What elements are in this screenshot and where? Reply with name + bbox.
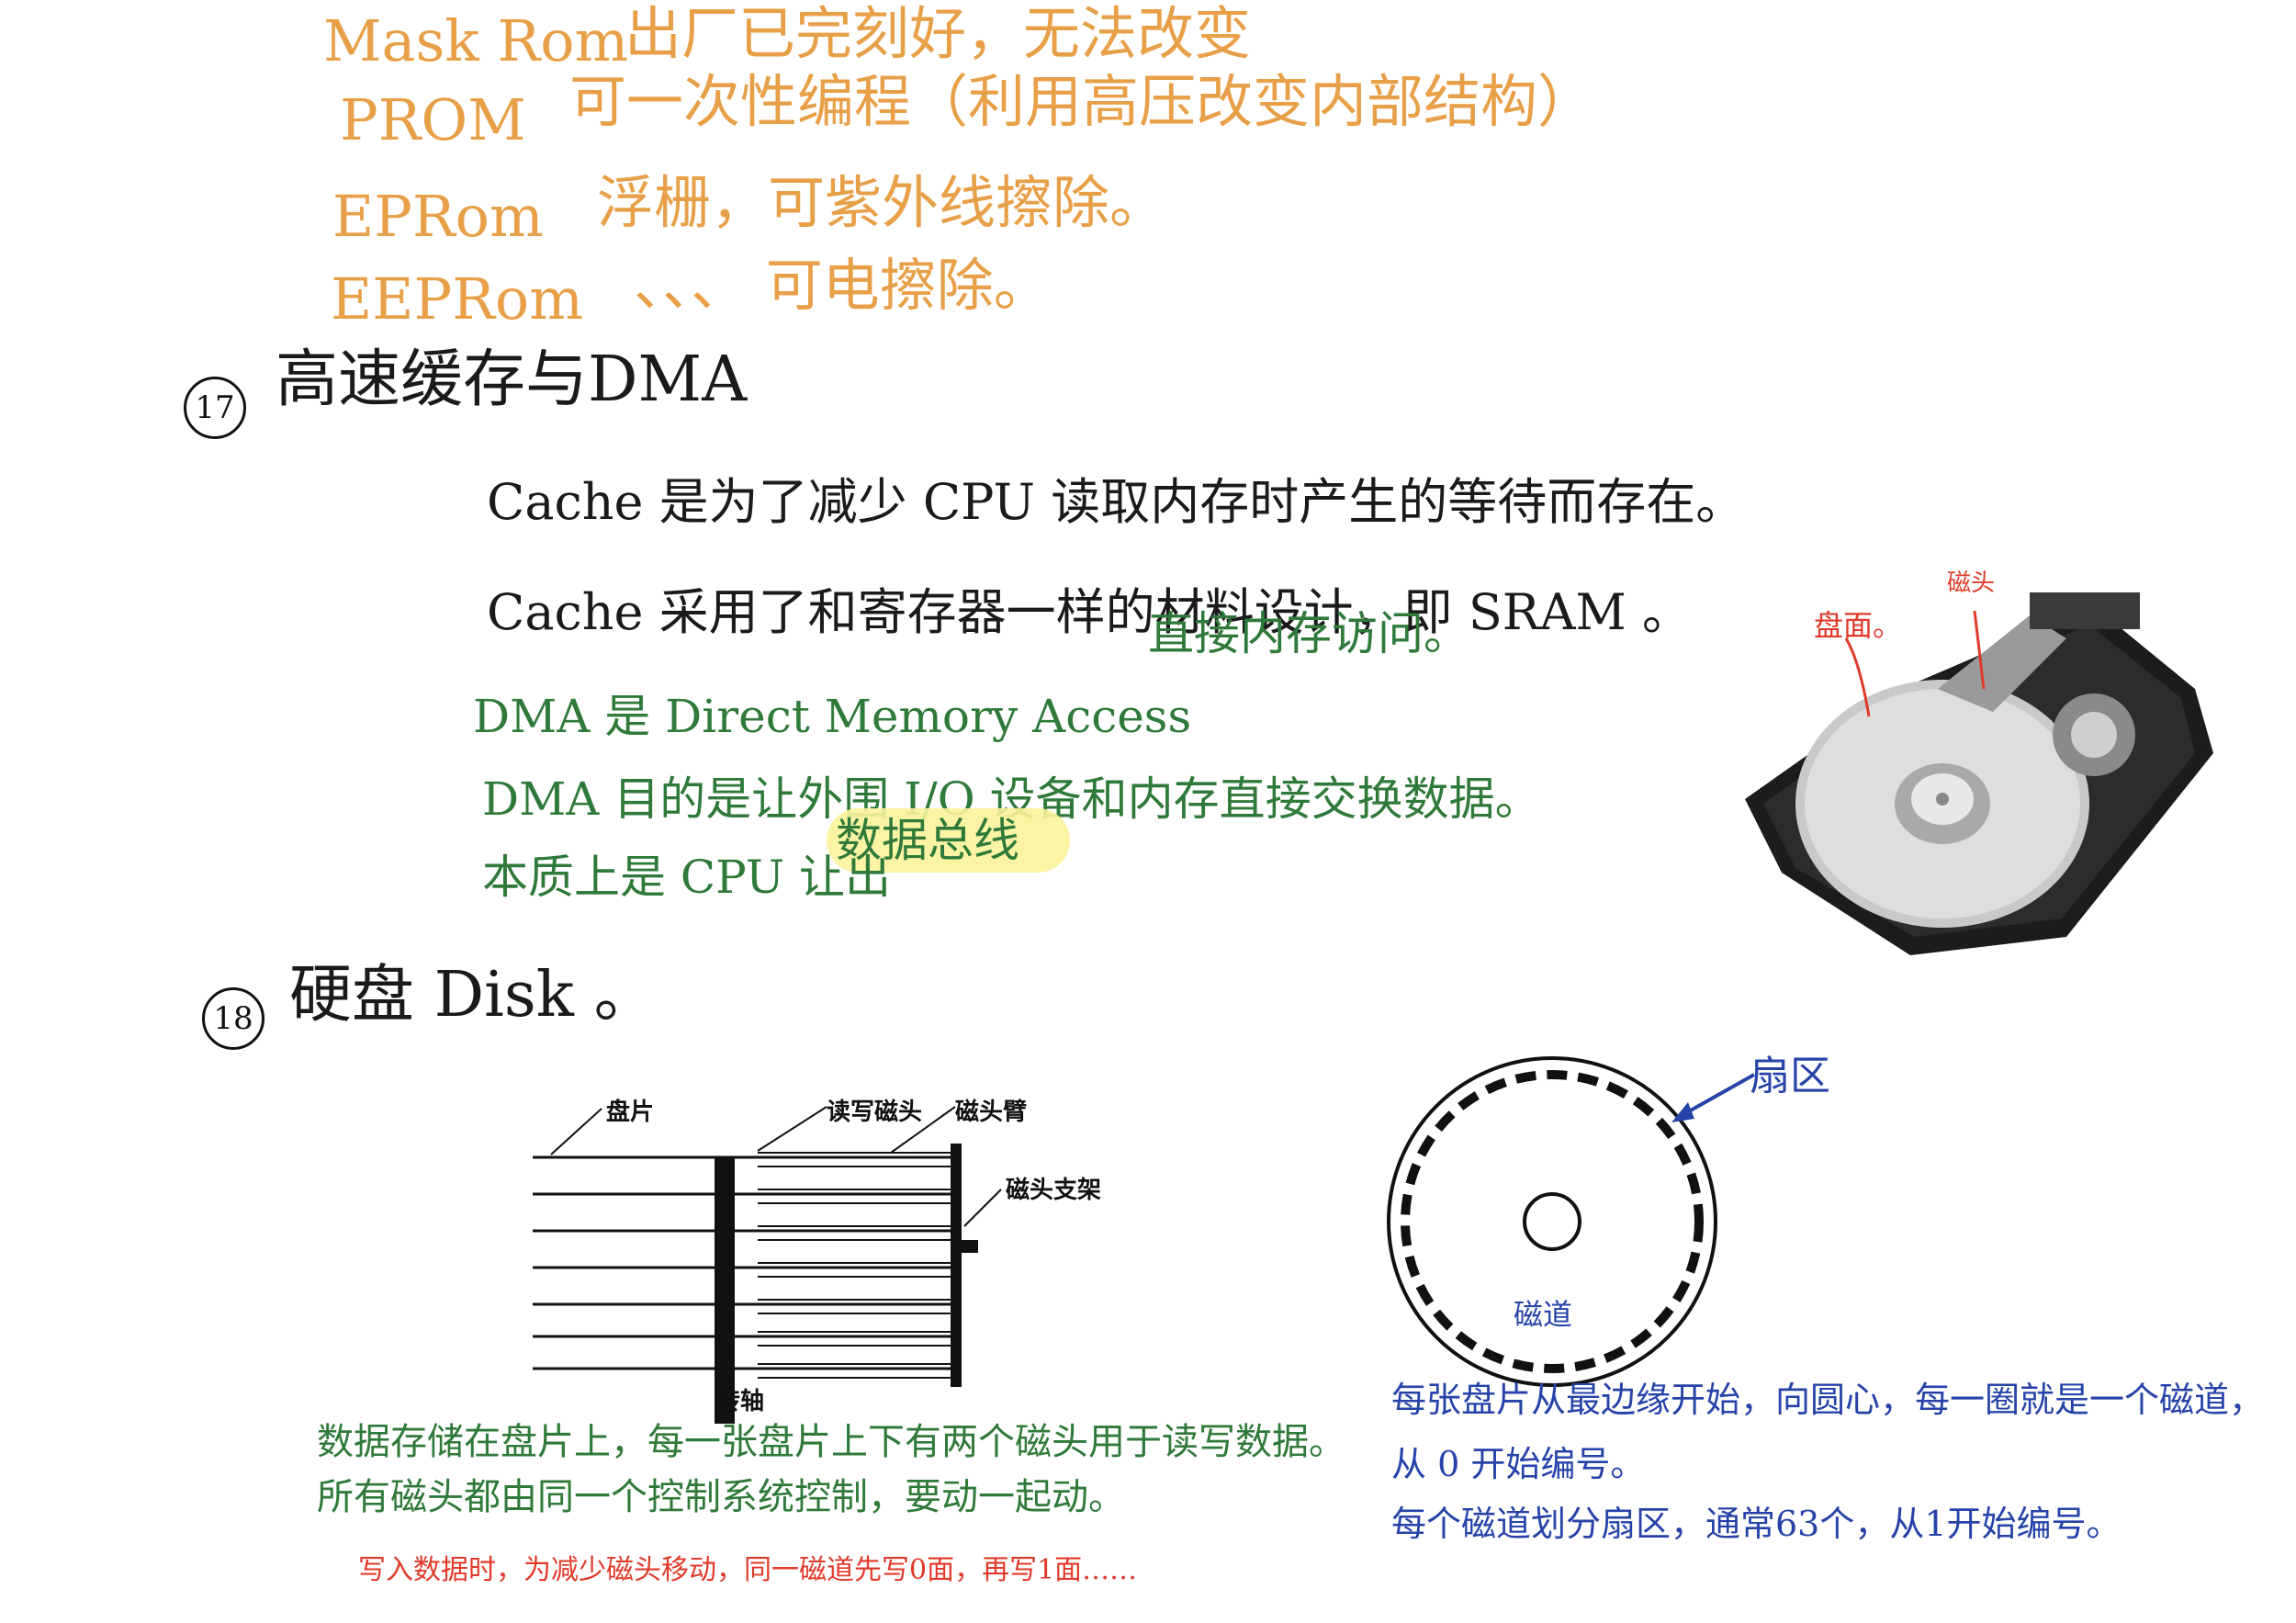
section-18-title: 硬盘 Disk 。: [289, 959, 657, 1031]
mask-rom-desc: 出厂已完刻好，无法改变: [625, 0, 1252, 67]
disk-note-blue-3: 每个磁道划分扇区，通常63个，从1开始编号。: [1391, 1504, 2122, 1544]
disk-note-blue-1: 每张盘片从最边缘开始，向圆心，每一圈就是一个磁道，: [1391, 1380, 2265, 1420]
photo-arrows: [1844, 610, 1986, 717]
eprom-desc: 浮栅，可紫外线擦除。: [597, 169, 1167, 236]
eeprom-desc: 、、、 可电擦除。: [634, 252, 1051, 319]
track-label: 磁道: [1514, 1297, 1573, 1332]
highlight-data-bus: [827, 808, 1070, 873]
photo-label-head: 磁头: [1947, 569, 1996, 597]
diagram-label-head-arm: 磁头臂: [955, 1098, 1028, 1125]
section-18-number: 18: [202, 987, 264, 1050]
platter-stack-diagram: [533, 1106, 1002, 1424]
diagram-label-rw-head: 读写磁头: [827, 1098, 923, 1125]
dma-line-1b: 直接内存访问。: [1148, 607, 1469, 660]
diagram-label-head-bracket: 磁头支架: [1006, 1176, 1102, 1203]
mask-rom-label: Mask Rom: [323, 7, 629, 74]
disk-note-red: 写入数据时，为减少磁头移动，同一磁道先写0面，再写1面……: [358, 1554, 1138, 1586]
diagram-label-platter: 盘片: [606, 1098, 655, 1125]
dma-line-3a: 本质上是 CPU 让出: [482, 851, 891, 904]
dma-line-3b: 数据总线: [836, 814, 1019, 867]
sector-arrow: [1671, 1073, 1755, 1122]
disk-note-blue-2: 从 0 开始编号。: [1391, 1444, 1646, 1484]
disk-note-green-1: 数据存储在盘片上，每一张盘片上下有两个磁头用于读写数据。: [317, 1421, 1345, 1463]
prom-desc: 可一次性编程（利用高压改变内部结构）: [569, 68, 1595, 135]
section-17-number: 17: [184, 377, 246, 439]
dma-line-1a: DMA 是 Direct Memory Access: [473, 690, 1192, 743]
section-17-title: 高速缓存与DMA: [276, 344, 748, 416]
track-sector-diagram: [1387, 1056, 1717, 1387]
eeprom-label: EEPRom: [331, 265, 584, 332]
prom-label: PROM: [340, 86, 526, 153]
hard-disk-photo: [1745, 592, 2213, 955]
diagram-label-spindle: 转轴: [716, 1387, 765, 1414]
cache-line-1: Cache 是为了减少 CPU 读取内存时产生的等待而存在。: [487, 473, 1746, 531]
cache-line-2: Cache 采用了和寄存器一样的材料设计，即 SRAM 。: [487, 583, 1692, 641]
disk-note-green-2: 所有磁头都由同一个控制系统控制，要动一起动。: [317, 1476, 1125, 1518]
photo-label-platter: 盘面。: [1814, 608, 1903, 643]
eprom-label: EPRom: [332, 183, 544, 250]
sector-label: 扇区: [1750, 1053, 1830, 1099]
